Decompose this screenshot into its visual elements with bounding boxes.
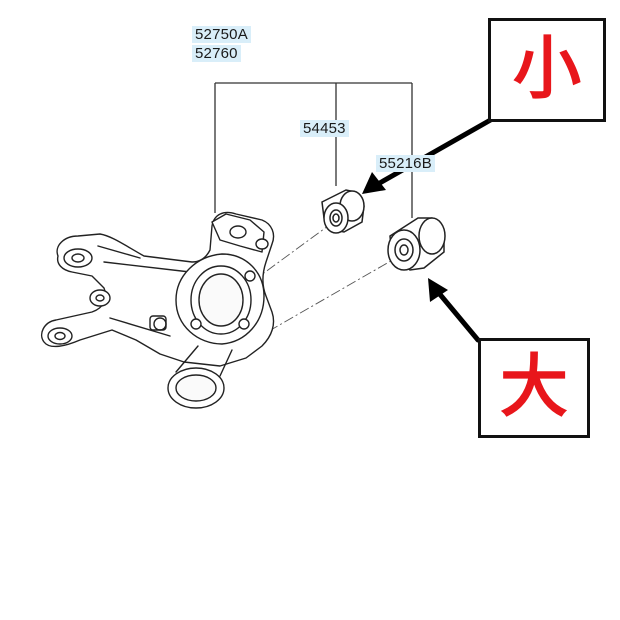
large-bushing-drawing [387,217,446,271]
small-arrow-head [362,172,386,194]
part-label-55216b: 55216B [376,155,435,172]
small-arrow-shaft [375,115,497,187]
small-bushing-drawing [321,189,365,234]
part-label-52750a: 52750A [192,26,251,43]
large-arrow-shaft [435,289,481,343]
knuckle-drawing [40,211,275,409]
large-callout-box: 大 [478,338,590,438]
centerline-lower [221,257,397,359]
part-label-54453: 54453 [300,120,349,137]
small-callout-box: 小 [488,18,606,122]
small-callout-text: 小 [512,30,581,109]
large-callout-text: 大 [499,348,568,427]
leader-lines [214,82,413,218]
large-arrow-head [428,278,448,302]
part-label-52760: 52760 [192,45,241,62]
callout-arrows [375,115,497,343]
